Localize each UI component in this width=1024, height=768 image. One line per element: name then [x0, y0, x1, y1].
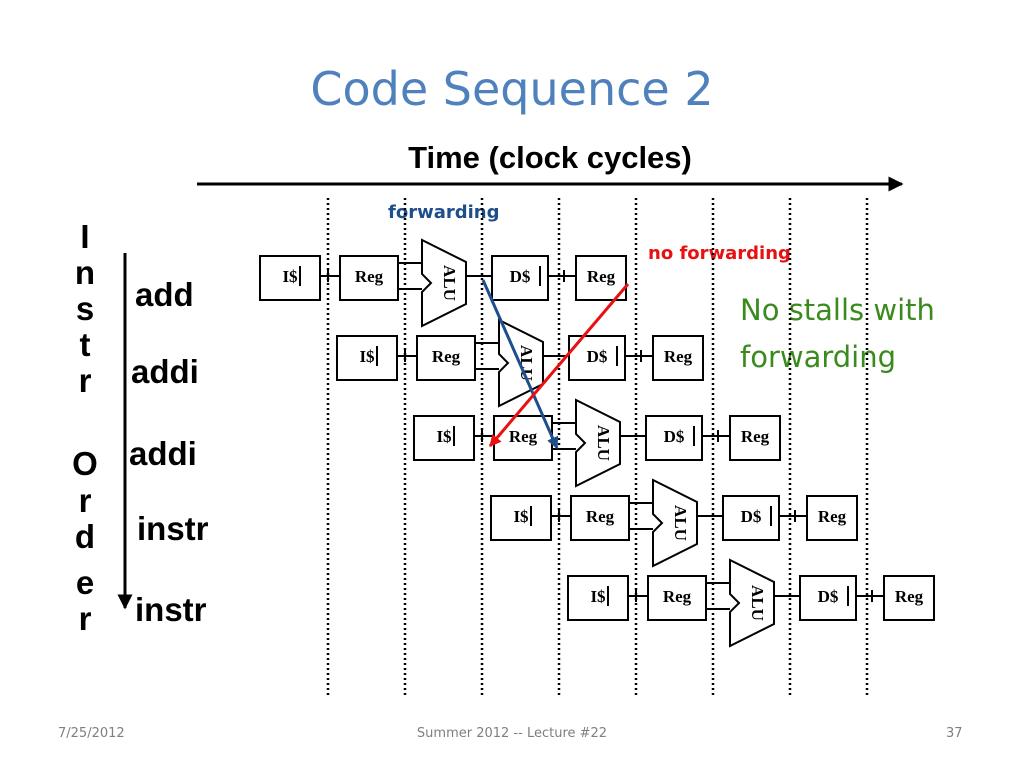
imem-label: I$	[590, 587, 606, 606]
reg-write-box	[883, 575, 935, 621]
alu-label: ALU	[748, 585, 767, 621]
forwarding-label: forwarding	[388, 202, 500, 223]
alu-shape	[652, 478, 698, 568]
instruction-label-instr-1: instr	[137, 510, 209, 547]
alu-label: ALU	[440, 265, 459, 301]
dmem-label: D$	[741, 507, 762, 526]
pipeline-row-5: I$ Reg ALU D$ Reg	[567, 558, 935, 648]
axis-letter-r2: r	[78, 482, 92, 519]
axis-letter-s: s	[75, 290, 95, 327]
imem-label: I$	[513, 507, 529, 526]
dmem-label: D$	[818, 587, 839, 606]
no-forwarding-arrow	[488, 283, 630, 447]
instruction-label-add: add	[135, 276, 194, 313]
slide-title: Code Sequence 2	[310, 62, 714, 116]
no-forwarding-label: no forwarding	[648, 243, 791, 264]
axis-letter-r3: r	[78, 600, 92, 637]
axis-letter-e: e	[75, 564, 95, 601]
alu-label: ALU	[671, 505, 690, 541]
reg-write-label: Reg	[587, 267, 616, 286]
reg-write-label: Reg	[664, 347, 693, 366]
reg-read-box	[647, 575, 707, 621]
dmem-label: D$	[664, 427, 685, 446]
imem-label: I$	[359, 347, 375, 366]
imem-label: I$	[282, 267, 298, 286]
footer-page-number: 37	[946, 726, 963, 741]
imem-box	[336, 335, 398, 381]
pipeline-row-4: I$ Reg ALU D$ Reg	[490, 478, 858, 568]
imem-box	[490, 495, 552, 541]
alu-shape	[729, 558, 775, 648]
clock-cycle-lines	[326, 198, 869, 698]
reg-write-box	[729, 415, 781, 461]
time-axis-label: Time (clock cycles)	[408, 140, 692, 175]
axis-letter-I: I	[80, 218, 90, 255]
dmem-box	[722, 495, 780, 541]
dmem-label: D$	[587, 347, 608, 366]
dmem-box	[645, 415, 703, 461]
dmem-box	[799, 575, 857, 621]
imem-label: I$	[436, 427, 452, 446]
reg-read-label: Reg	[663, 587, 692, 606]
dmem-box	[491, 255, 549, 301]
reg-read-box	[570, 495, 630, 541]
axis-letter-r: r	[78, 362, 92, 399]
pipeline-row-3: I$ Reg ALU D$ Reg	[413, 398, 781, 488]
imem-box	[259, 255, 321, 301]
footer-date: 7/25/2012	[58, 726, 125, 741]
axis-letter-d: d	[74, 518, 96, 555]
reg-read-box	[339, 255, 399, 301]
reg-write-box	[806, 495, 858, 541]
reg-read-box	[416, 335, 476, 381]
dmem-label: D$	[510, 267, 531, 286]
reg-read-label: Reg	[586, 507, 615, 526]
no-stalls-note: No stalls with forwarding	[740, 293, 935, 374]
reg-write-box	[575, 255, 627, 301]
reg-read-label: Reg	[355, 267, 384, 286]
reg-read-label: Reg	[509, 427, 538, 446]
alu-label: ALU	[517, 345, 536, 381]
instruction-label-addi-1: addi	[131, 353, 199, 390]
forwarding-arrow	[481, 279, 559, 450]
reg-write-label: Reg	[818, 507, 847, 526]
reg-write-box	[652, 335, 704, 381]
footer-course: Summer 2012 -- Lecture #22	[416, 726, 608, 741]
reg-write-label: Reg	[741, 427, 770, 446]
axis-letter-t: t	[79, 326, 91, 363]
instruction-label-instr-2: instr	[135, 591, 207, 628]
axis-letter-n: n	[74, 254, 96, 291]
imem-box	[567, 575, 629, 621]
reg-write-label: Reg	[895, 587, 924, 606]
axis-letter-O: O	[72, 445, 98, 482]
instruction-label-addi-2: addi	[129, 435, 197, 472]
imem-box	[413, 415, 475, 461]
alu-label: ALU	[594, 425, 613, 461]
pipeline-row-1: I$ Reg ALU D$ Reg	[259, 238, 627, 328]
alu-shape	[575, 398, 621, 488]
reg-read-label: Reg	[432, 347, 461, 366]
alu-shape	[421, 238, 467, 328]
